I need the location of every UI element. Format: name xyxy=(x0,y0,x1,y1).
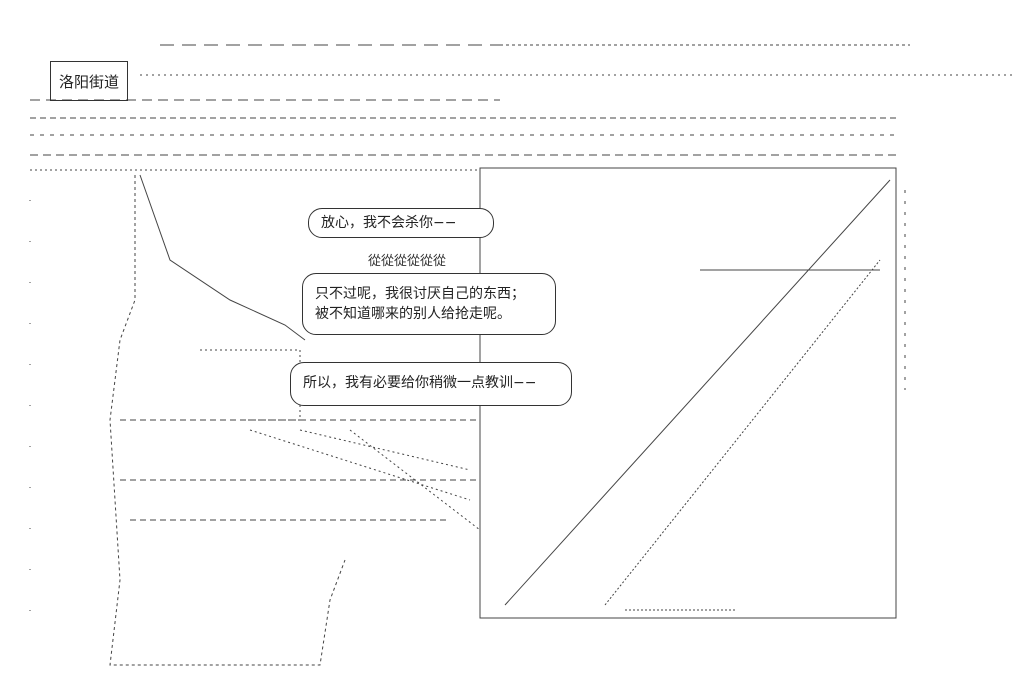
speech-line: 只不过呢，我很讨厌自己的东西； xyxy=(315,286,525,302)
speech-line: 被不知道哪来的别人给抢走呢。 xyxy=(315,306,511,322)
sound-effect: 從從從從從從 xyxy=(368,254,447,269)
speech-line: 所以，我有必要给你稍微一点教训−− xyxy=(303,375,537,391)
speech-bubble-2: 只不过呢，我很讨厌自己的东西； 被不知道哪来的别人给抢走呢。 xyxy=(302,273,556,335)
location-caption: 洛阳街道 xyxy=(50,61,128,101)
location-label: 洛阳街道 xyxy=(58,72,119,91)
speech-bubble-3: 所以，我有必要给你稍微一点教训−− xyxy=(290,362,572,406)
speech-bubble-1: 放心，我不会杀你−− xyxy=(308,208,494,238)
speech-line: 放心，我不会杀你−− xyxy=(321,215,457,231)
